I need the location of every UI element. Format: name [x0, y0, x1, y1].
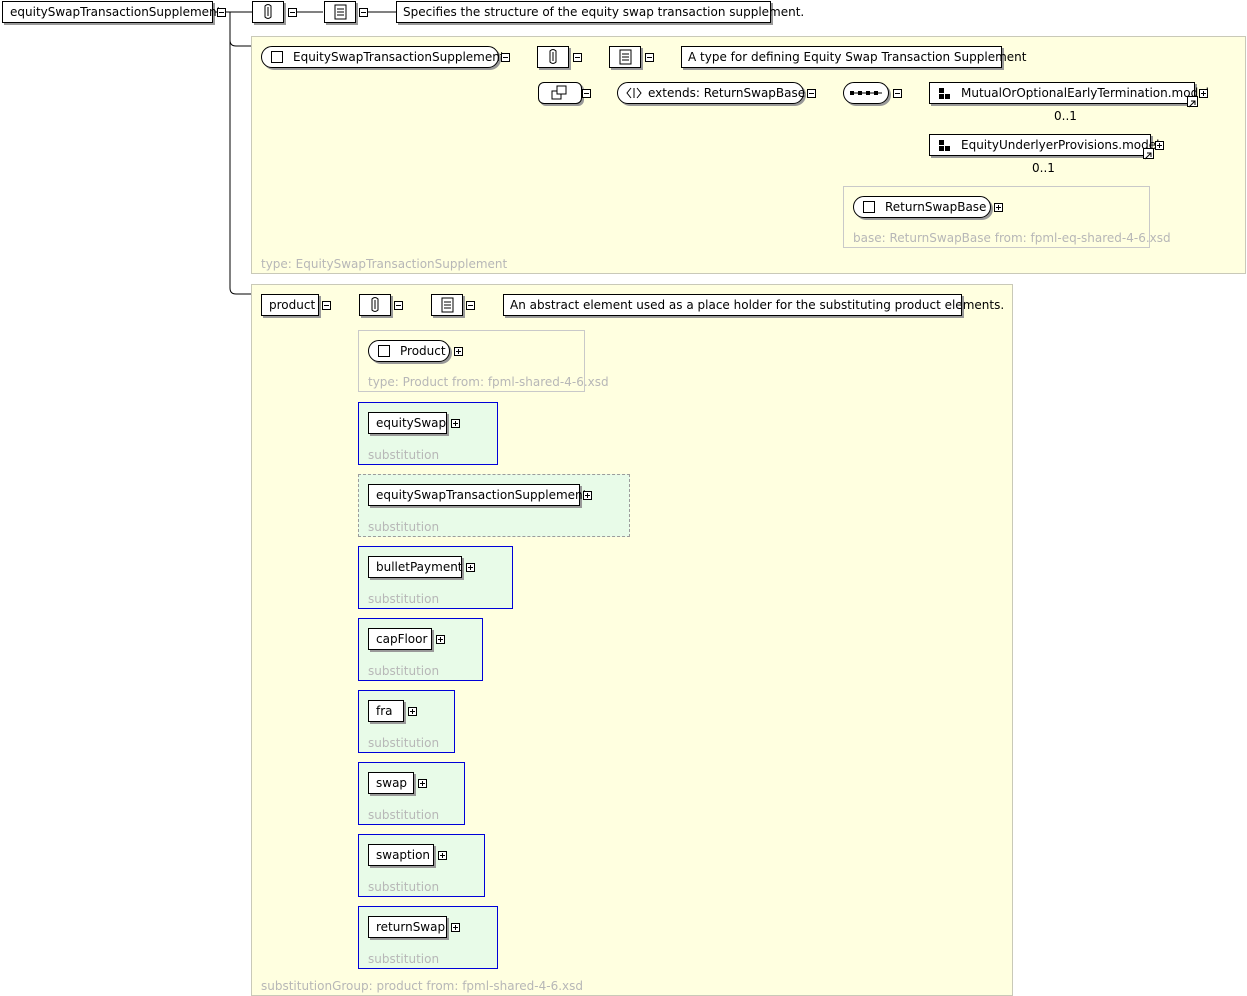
documentation-icon	[324, 1, 356, 23]
annotation-icon	[252, 1, 284, 23]
annotation-icon	[359, 294, 391, 316]
root-element[interactable]: equitySwapTransactionSupplement	[2, 1, 221, 23]
substitution-element[interactable]: equitySwapTransactionSupplement	[368, 484, 587, 506]
substitution-label: substitution	[368, 736, 440, 750]
extends-box[interactable]: extends: ReturnSwapBase	[617, 82, 806, 104]
occurrence-label: 0..1	[1054, 109, 1077, 123]
group-name: EquityUnderlyerProvisions.model	[961, 138, 1160, 152]
group-icon	[939, 88, 950, 99]
collapse-toggle[interactable]	[807, 89, 816, 98]
expand-toggle[interactable]	[466, 563, 475, 572]
expand-toggle[interactable]	[454, 347, 463, 356]
substitution-element[interactable]: swaption	[368, 844, 434, 866]
group-ref-box[interactable]: EquityUnderlyerProvisions.model	[929, 134, 1159, 156]
expand-toggle[interactable]	[436, 635, 445, 644]
expand-toggle[interactable]	[583, 491, 592, 500]
product-panel-label: substitutionGroup: product from: fpml-sh…	[261, 979, 583, 993]
documentation-icon	[431, 294, 463, 316]
collapse-toggle[interactable]	[359, 8, 368, 17]
documentation-icon	[609, 46, 641, 68]
collapse-toggle[interactable]	[394, 301, 403, 310]
collapse-toggle[interactable]	[582, 89, 591, 98]
substitution-element[interactable]: bulletPayment	[368, 556, 463, 578]
expand-toggle[interactable]	[438, 851, 447, 860]
reference-arrow-icon	[1143, 148, 1154, 160]
substitution-label: substitution	[368, 520, 440, 534]
expand-toggle[interactable]	[451, 419, 460, 428]
product-element[interactable]: product	[261, 294, 319, 316]
derivation-icon	[538, 82, 582, 104]
product-documentation: An abstract element used as a place hold…	[503, 294, 1004, 316]
expand-toggle[interactable]	[994, 203, 1003, 212]
substitution-label: substitution	[368, 448, 440, 462]
type-documentation: A type for defining Equity Swap Transact…	[681, 46, 1027, 68]
substitution-label: substitution	[368, 880, 440, 894]
sequence-icon	[843, 82, 889, 104]
collapse-toggle[interactable]	[501, 53, 510, 62]
complex-type-box[interactable]: EquitySwapTransactionSupplement	[261, 46, 505, 68]
expand-toggle[interactable]	[1199, 89, 1208, 98]
expand-toggle[interactable]	[1155, 141, 1164, 150]
product-type-box[interactable]: Product	[368, 340, 450, 362]
product-type-label: type: Product from: fpml-shared-4-6.xsd	[368, 375, 609, 389]
root-documentation: Specifies the structure of the equity sw…	[396, 1, 804, 23]
annotation-icon	[537, 46, 569, 68]
occurrence-label: 0..1	[1032, 161, 1055, 175]
complex-type-icon	[378, 345, 390, 357]
complex-type-icon	[863, 201, 875, 213]
substitution-element[interactable]: equitySwap	[368, 412, 447, 434]
base-type-box[interactable]: ReturnSwapBase	[853, 196, 991, 218]
collapse-toggle[interactable]	[645, 53, 654, 62]
collapse-toggle[interactable]	[217, 8, 226, 17]
expand-toggle[interactable]	[408, 707, 417, 716]
type-panel-label: type: EquitySwapTransactionSupplement	[261, 257, 508, 271]
extends-icon	[626, 87, 642, 99]
collapse-toggle[interactable]	[573, 53, 582, 62]
complex-type-name: EquitySwapTransactionSupplement	[293, 50, 505, 64]
group-icon	[939, 140, 950, 151]
collapse-toggle[interactable]	[288, 8, 297, 17]
substitution-element[interactable]: returnSwap	[368, 916, 447, 938]
substitution-label: substitution	[368, 592, 440, 606]
collapse-toggle[interactable]	[893, 89, 902, 98]
substitution-element[interactable]: capFloor	[368, 628, 432, 650]
expand-toggle[interactable]	[451, 923, 460, 932]
collapse-toggle[interactable]	[322, 301, 331, 310]
collapse-toggle[interactable]	[466, 301, 475, 310]
substitution-label: substitution	[368, 952, 440, 966]
extends-label: extends: ReturnSwapBase	[648, 86, 806, 100]
group-ref-box[interactable]: MutualOrOptionalEarlyTermination.model	[929, 82, 1209, 104]
base-type-label: base: ReturnSwapBase from: fpml-eq-share…	[853, 231, 1171, 245]
reference-arrow-icon	[1187, 96, 1198, 108]
substitution-element[interactable]: fra	[368, 700, 404, 722]
substitution-label: substitution	[368, 808, 440, 822]
complex-type-icon	[271, 51, 283, 63]
expand-toggle[interactable]	[418, 779, 427, 788]
group-name: MutualOrOptionalEarlyTermination.model	[961, 86, 1209, 100]
substitution-element[interactable]: swap	[368, 772, 414, 794]
base-type-name: ReturnSwapBase	[885, 200, 987, 214]
substitution-label: substitution	[368, 664, 440, 678]
product-type-name: Product	[400, 344, 446, 358]
